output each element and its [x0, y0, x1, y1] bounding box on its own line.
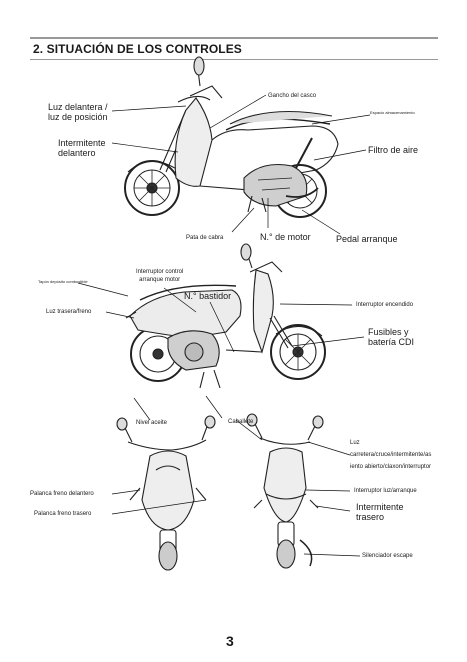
label-nivel-aceite: Nivel aceite [136, 420, 168, 426]
section-title: 2. SITUACIÓN DE LOS CONTROLES [33, 42, 242, 56]
scooter-front-view [116, 415, 216, 571]
label-palanca-freno-delantero: Palanca freno delantero [30, 491, 94, 497]
header-rule-bottom [30, 59, 438, 60]
label-intermitente-delantero: Intermitente delantero [58, 138, 106, 158]
scooter-side-view-middle [125, 243, 326, 389]
label-luz-trasera: Luz trasera/freno [46, 309, 92, 315]
label-interruptor-encendido: Interruptor encendido [356, 302, 414, 308]
label-espacio-almacenamiento: Espacio almacenamiento [370, 110, 415, 115]
label-intermitente-trasero: Intermitente trasero [356, 502, 404, 522]
label-n-motor: N.° de motor [260, 232, 311, 242]
label-silenciador: Silenciador escape [362, 553, 413, 559]
label-gancho-casco: Gancho del casco [268, 93, 317, 99]
leader-lines-bottom [111, 395, 361, 557]
label-pata-cabra: Pata de cabra [186, 235, 224, 241]
label-caballete: Caballete [228, 419, 254, 425]
page-number: 3 [226, 633, 234, 649]
scooter-rear-view [246, 413, 324, 569]
label-filtro-aire: Filtro de aire [368, 145, 419, 155]
label-fusibles: Fusibles y batería CDI [368, 327, 415, 347]
label-interruptor-control: Interruptor control arranque motor [136, 269, 184, 283]
label-luz-carretera: Luz carretera/cruce/intermitente/as ient… [350, 440, 432, 470]
scooter-side-view-top [124, 56, 339, 218]
label-n-bastidor: N.° bastidor [184, 291, 232, 301]
label-interruptor-luz: Interruptor luz/arranque [354, 488, 417, 494]
label-tapon-deposito: Tapón depósito combustible [38, 279, 88, 284]
label-pedal-arranque: Pedal arranque [336, 234, 398, 244]
label-luz-delantera: Luz delantera / luz de posición [48, 102, 108, 122]
label-palanca-freno-trasero: Palanca freno trasero [34, 511, 92, 517]
leader-lines-top [111, 94, 371, 235]
leader-lines-middle [77, 282, 365, 353]
header-rule-top [30, 37, 438, 39]
